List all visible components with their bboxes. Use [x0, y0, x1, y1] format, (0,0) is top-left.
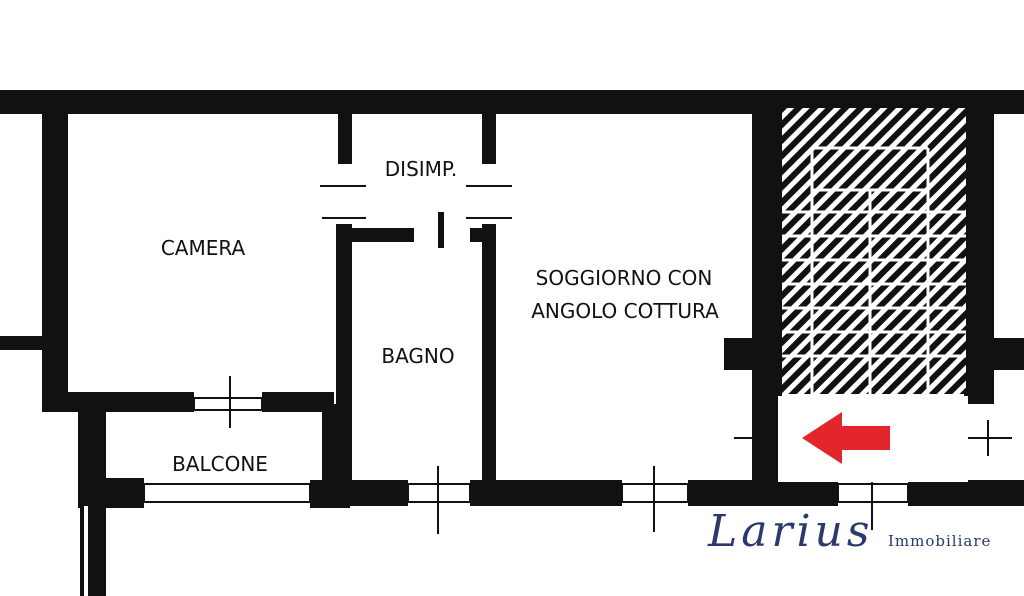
- room-label-disimp: DISIMP.: [385, 157, 457, 181]
- room-label-balcone: BALCONE: [172, 452, 268, 476]
- brand-tagline: Immobiliare: [888, 532, 991, 550]
- room-label-camera: CAMERA: [161, 236, 246, 260]
- walls: [0, 90, 1024, 596]
- red-arrow-left-icon: [802, 412, 890, 464]
- room-label-bagno: BAGNO: [381, 344, 454, 368]
- room-label-soggiorno-line1: SOGGIORNO CON: [536, 266, 713, 290]
- stairwell: [778, 108, 968, 482]
- room-label-soggiorno-line2: ANGOLO COTTURA: [531, 299, 719, 323]
- brand-name: Larius: [707, 506, 873, 557]
- openings: [143, 185, 1012, 534]
